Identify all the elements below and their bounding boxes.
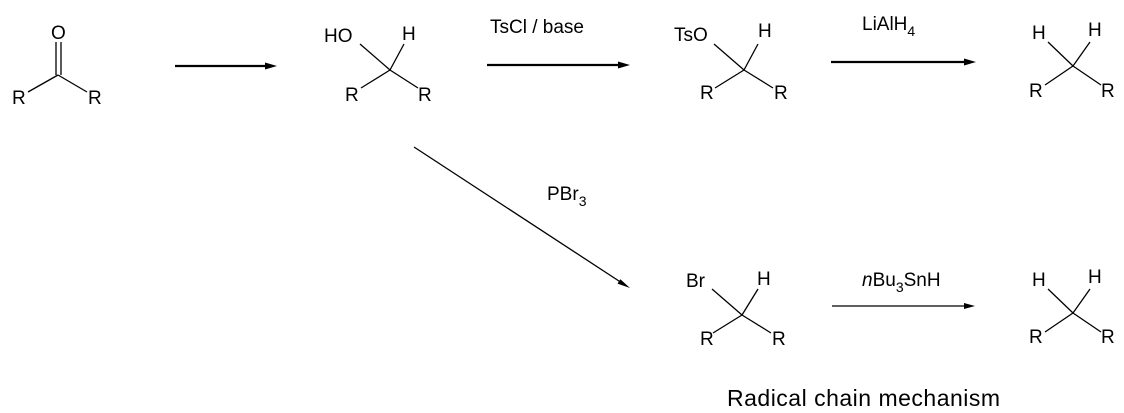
bromide-br-bond bbox=[711, 288, 743, 316]
arrow-hydride-reduction: LiAlH4 bbox=[831, 14, 976, 66]
alkane-top-h-left-bond bbox=[1047, 41, 1074, 67]
reagent-lialh4: LiAlH4 bbox=[862, 14, 915, 39]
alcohol-hydrogen: H bbox=[402, 24, 416, 45]
alkane-bottom-r-left: R bbox=[1029, 327, 1043, 348]
tosylate-hydrogen: H bbox=[758, 21, 772, 42]
reagent-pbr3-main: PBr bbox=[547, 184, 579, 205]
reagent-tin-hydride-prefix: n bbox=[862, 270, 873, 291]
ketone-r-right: R bbox=[88, 88, 102, 109]
alkane-bottom-right-bond bbox=[1072, 312, 1102, 333]
arrow-tosylation-head bbox=[618, 61, 630, 69]
alcohol-h-bond bbox=[389, 43, 405, 71]
reagent-pbr3: PBr3 bbox=[547, 184, 587, 209]
tosylate-left-bond bbox=[714, 69, 745, 89]
tosylate-h-bond bbox=[743, 43, 759, 71]
reagent-tscl: TsCl / base bbox=[490, 17, 584, 38]
arrow-reduction-head bbox=[265, 62, 277, 70]
arrow-radical-reduction: nBu3SnH bbox=[832, 270, 975, 309]
bromide-hydrogen: H bbox=[757, 269, 771, 290]
arrow-bromination: PBr3 bbox=[413, 146, 630, 288]
arrow-radical-reduction-head bbox=[964, 303, 975, 309]
alcohol-o-bond bbox=[359, 43, 391, 71]
arrow-tosylation: TsCl / base bbox=[487, 17, 630, 69]
arrow-hydride-reduction-head bbox=[964, 58, 976, 66]
alcohol-hydroxyl: HO bbox=[324, 26, 353, 47]
bromide-right-bond bbox=[741, 314, 772, 334]
tosylate-o-bond bbox=[713, 43, 745, 71]
ketone-left-bond bbox=[27, 74, 59, 93]
alcohol-r-right: R bbox=[418, 85, 432, 106]
bromide-h-bond bbox=[741, 288, 759, 316]
tosylate-r-right: R bbox=[774, 83, 788, 104]
alkane-bottom-r-right: R bbox=[1101, 327, 1115, 348]
ketone-oxygen: O bbox=[51, 23, 66, 44]
alcohol-structure: HO H R R bbox=[324, 24, 432, 106]
alkane-top-h-right: H bbox=[1088, 20, 1102, 41]
tosylate-ots: TsO bbox=[674, 25, 708, 46]
alkane-bottom-left-bond bbox=[1044, 312, 1074, 333]
alkane-top-r-left: R bbox=[1029, 81, 1043, 102]
bromide-bromine: Br bbox=[686, 271, 706, 292]
alcohol-left-bond bbox=[360, 69, 391, 89]
alkane-bottom-h-right: H bbox=[1088, 267, 1102, 288]
reagent-tin-hydride-bu: Bu bbox=[873, 270, 896, 291]
arrow-reduction bbox=[175, 62, 277, 70]
alkane-bottom-structure: H H R R bbox=[1029, 267, 1115, 348]
reagent-pbr3-subscript: 3 bbox=[579, 193, 587, 209]
alkane-top-h-left: H bbox=[1032, 23, 1046, 44]
ketone-right-bond bbox=[57, 74, 88, 93]
alkane-bottom-h-left: H bbox=[1032, 270, 1046, 291]
arrow-bromination-shaft bbox=[413, 146, 623, 284]
bromide-left-bond bbox=[712, 314, 743, 334]
alcohol-r-left: R bbox=[345, 85, 359, 106]
alkane-bottom-h-left-bond bbox=[1047, 288, 1074, 314]
tosylate-right-bond bbox=[743, 69, 774, 89]
alkane-top-left-bond bbox=[1044, 65, 1074, 86]
reagent-lialh4-main: LiAlH bbox=[862, 14, 907, 35]
alkane-top-right-bond bbox=[1072, 65, 1102, 86]
alkane-top-r-right: R bbox=[1101, 81, 1115, 102]
arrow-bromination-head bbox=[617, 279, 630, 288]
alkane-bottom-h-right-bond bbox=[1072, 288, 1091, 314]
alkane-top-structure: H H R R bbox=[1029, 20, 1115, 102]
mechanism-caption: Radical chain mechanism bbox=[727, 385, 1001, 411]
reagent-lialh4-subscript: 4 bbox=[907, 23, 915, 39]
reagent-tin-hydride-subscript: 3 bbox=[896, 279, 904, 295]
ketone-structure: O R R bbox=[12, 23, 102, 109]
reagent-tin-hydride: nBu3SnH bbox=[862, 270, 941, 295]
reagent-tin-hydride-rest: SnH bbox=[904, 270, 941, 291]
bromide-r-right: R bbox=[772, 329, 786, 350]
ketone-r-left: R bbox=[12, 88, 26, 109]
bromide-r-left: R bbox=[700, 329, 714, 350]
bromide-structure: Br H R R bbox=[686, 269, 786, 350]
alcohol-right-bond bbox=[389, 69, 419, 89]
tosylate-r-left: R bbox=[700, 83, 714, 104]
alkane-top-h-right-bond bbox=[1072, 41, 1091, 67]
tosylate-structure: TsO H R R bbox=[674, 21, 788, 104]
